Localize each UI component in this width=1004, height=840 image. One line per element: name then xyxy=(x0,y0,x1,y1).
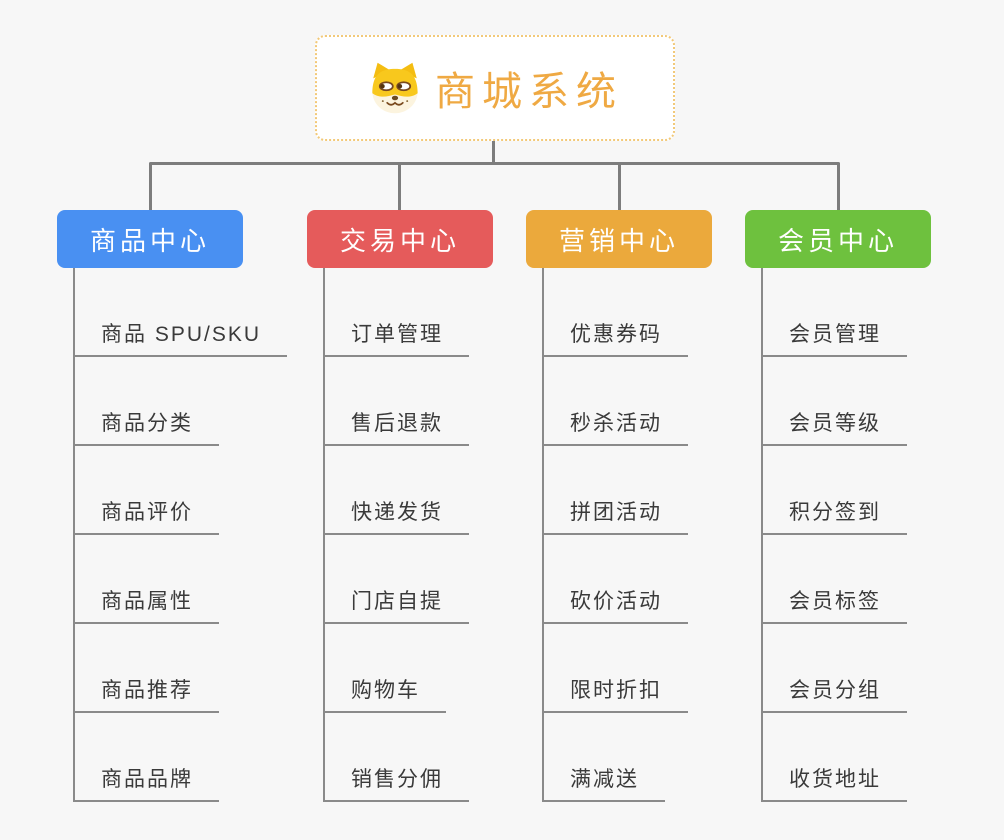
leaf-node[interactable]: 限时折扣 xyxy=(544,624,784,713)
leaf-node[interactable]: 商品属性 xyxy=(75,535,315,624)
leaf-label: 积分签到 xyxy=(763,496,907,535)
leaf-node[interactable]: 购物车 xyxy=(325,624,565,713)
branch-label: 营销中心 xyxy=(558,225,679,256)
connector-stub-3 xyxy=(618,163,621,210)
leaf-node[interactable]: 售后退款 xyxy=(325,357,565,446)
leaf-label: 商品品牌 xyxy=(75,763,219,802)
leaf-label: 满减送 xyxy=(544,763,665,802)
branch-node[interactable]: 交易中心 xyxy=(307,210,493,268)
leaf-label: 商品 SPU/SKU xyxy=(75,318,288,357)
connector-stub-1 xyxy=(149,163,152,210)
branch-label: 会员中心 xyxy=(777,225,898,256)
leaf-node[interactable]: 积分签到 xyxy=(763,446,1003,535)
branch-label: 商品中心 xyxy=(89,225,210,256)
leaf-node[interactable]: 秒杀活动 xyxy=(544,357,784,446)
leaf-label: 收货地址 xyxy=(763,763,907,802)
branch-children-trunk: 商品 SPU/SKU 商品分类 商品评价 商品属性 商品推荐 商品品牌 xyxy=(73,268,315,802)
leaf-node[interactable]: 满减送 xyxy=(544,713,784,802)
branch-node[interactable]: 商品中心 xyxy=(57,210,243,268)
leaf-label: 限时折扣 xyxy=(544,674,688,713)
branch-children-trunk: 订单管理 售后退款 快递发货 门店自提 购物车 销售分佣 xyxy=(323,268,565,802)
leaf-label: 门店自提 xyxy=(325,585,469,624)
leaf-node[interactable]: 门店自提 xyxy=(325,535,565,624)
branch-children-trunk: 优惠券码 秒杀活动 拼团活动 砍价活动 限时折扣 满减送 xyxy=(542,268,784,802)
branch-node[interactable]: 会员中心 xyxy=(745,210,931,268)
leaf-node[interactable]: 商品品牌 xyxy=(75,713,315,802)
leaf-node[interactable]: 会员等级 xyxy=(763,357,1003,446)
leaf-node[interactable]: 会员管理 xyxy=(763,268,1003,357)
leaf-label: 售后退款 xyxy=(325,407,469,446)
leaf-node[interactable]: 优惠券码 xyxy=(544,268,784,357)
leaf-node[interactable]: 商品 SPU/SKU xyxy=(75,268,315,357)
leaf-node[interactable]: 商品分类 xyxy=(75,357,315,446)
root-title: 商城系统 xyxy=(435,70,623,114)
connector-stub-2 xyxy=(398,163,401,210)
leaf-label: 商品属性 xyxy=(75,585,219,624)
shiba-dog-icon xyxy=(372,62,418,114)
leaf-label: 砍价活动 xyxy=(544,585,688,624)
leaf-label: 优惠券码 xyxy=(544,318,688,357)
leaf-label: 会员等级 xyxy=(763,407,907,446)
root-node[interactable]: 商城系统 xyxy=(315,35,675,141)
branch-node[interactable]: 营销中心 xyxy=(526,210,712,268)
leaf-label: 订单管理 xyxy=(325,318,469,357)
leaf-label: 商品评价 xyxy=(75,496,219,535)
connector-horizontal xyxy=(149,162,840,165)
leaf-node[interactable]: 商品评价 xyxy=(75,446,315,535)
leaf-label: 会员标签 xyxy=(763,585,907,624)
leaf-label: 拼团活动 xyxy=(544,496,688,535)
leaf-node[interactable]: 收货地址 xyxy=(763,713,1003,802)
leaf-node[interactable]: 销售分佣 xyxy=(325,713,565,802)
leaf-label: 销售分佣 xyxy=(325,763,469,802)
leaf-node[interactable]: 会员分组 xyxy=(763,624,1003,713)
leaf-node[interactable]: 快递发货 xyxy=(325,446,565,535)
leaf-label: 秒杀活动 xyxy=(544,407,688,446)
connector-root-stub xyxy=(492,141,495,163)
leaf-node[interactable]: 商品推荐 xyxy=(75,624,315,713)
leaf-node[interactable]: 砍价活动 xyxy=(544,535,784,624)
leaf-label: 商品分类 xyxy=(75,407,219,446)
leaf-node[interactable]: 订单管理 xyxy=(325,268,565,357)
connector-stub-4 xyxy=(837,163,840,210)
leaf-node[interactable]: 会员标签 xyxy=(763,535,1003,624)
leaf-node[interactable]: 拼团活动 xyxy=(544,446,784,535)
leaf-label: 购物车 xyxy=(325,674,446,713)
leaf-label: 会员管理 xyxy=(763,318,907,357)
leaf-label: 快递发货 xyxy=(325,496,469,535)
leaf-label: 会员分组 xyxy=(763,674,907,713)
branch-children-trunk: 会员管理 会员等级 积分签到 会员标签 会员分组 收货地址 xyxy=(761,268,1003,802)
leaf-label: 商品推荐 xyxy=(75,674,219,713)
branch-label: 交易中心 xyxy=(339,225,460,256)
